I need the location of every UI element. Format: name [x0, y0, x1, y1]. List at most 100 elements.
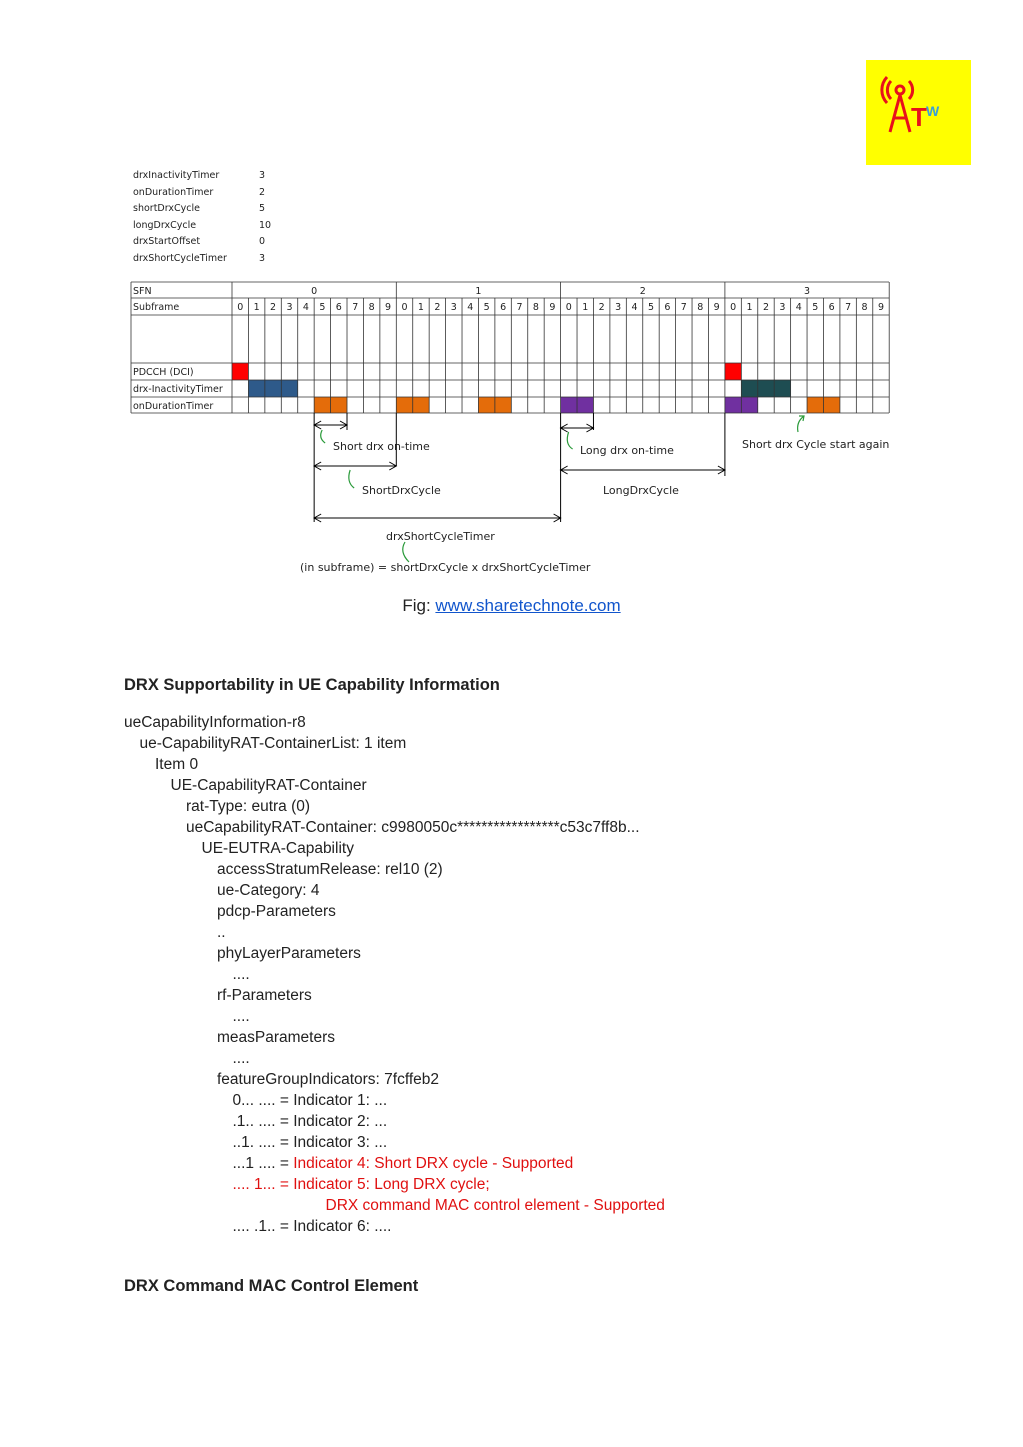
tree-line: pdcp-Parameters	[124, 901, 665, 922]
subframe-number: 6	[664, 302, 670, 313]
param-value: 10	[259, 219, 272, 231]
subframe-number: 3	[779, 302, 785, 313]
tree-text: Item 0	[155, 756, 199, 773]
tree-text: .... .1.. = Indicator 6: ....	[232, 1218, 392, 1235]
sfn-value: 0	[311, 286, 317, 297]
annotation-short-cycle-timer: drxShortCycleTimer	[386, 530, 495, 543]
tree-line: phyLayerParameters	[124, 943, 665, 964]
tree-line: Item 0	[124, 754, 665, 775]
tree-line: .... .1.. = Indicator 6: ....	[124, 1216, 665, 1237]
tree-highlight-text: DRX command MAC control element - Suppor…	[325, 1197, 665, 1214]
tree-line: ....	[124, 964, 665, 985]
long-on-time-arrow-head	[559, 423, 568, 433]
subframe-number: 5	[648, 302, 654, 313]
short-again-hook-head	[799, 415, 805, 422]
subframe-number: 8	[697, 302, 703, 313]
subframe-number: 2	[270, 302, 276, 313]
annotation-long-on-time: Long drx on-time	[580, 444, 674, 457]
pdcch-cell	[232, 363, 249, 380]
param-name: drxInactivityTimer	[133, 170, 220, 181]
onduration-cell	[330, 397, 348, 413]
tree-text: ....	[232, 1050, 250, 1067]
subframe-number: 0	[401, 302, 407, 313]
logo: T W	[866, 60, 971, 165]
param-name: onDurationTimer	[133, 186, 214, 198]
row-label-pdcch: PDCCH (DCI)	[133, 367, 194, 378]
subframe-number: 7	[517, 302, 523, 313]
tree-text: ..	[217, 924, 226, 941]
tree-text: ..1. .... = Indicator 3: ...	[232, 1134, 388, 1151]
tree-line: UE-CapabilityRAT-Container	[124, 775, 665, 796]
short-on-time-arrow-head	[313, 420, 322, 430]
tree-line: accessStratumRelease: rel10 (2)	[124, 859, 665, 880]
subframe-number: 6	[336, 302, 342, 313]
subframe-number: 8	[533, 302, 539, 313]
subframe-number: 9	[385, 302, 391, 313]
subframe-number: 4	[796, 302, 802, 313]
row-label-onduration-timer: onDurationTimer	[133, 401, 213, 412]
caption-link[interactable]: www.sharetechnote.com	[435, 596, 621, 615]
subframe-number: 0	[730, 302, 736, 313]
subframe-number: 5	[812, 302, 818, 313]
logo-letter-w: W	[926, 103, 940, 119]
tree-text: rf-Parameters	[217, 987, 312, 1004]
onduration-cell	[724, 397, 742, 413]
tree-line: measParameters	[124, 1027, 665, 1048]
row-label-subframe: Subframe	[133, 302, 179, 313]
annotation-timer-formula: (in subframe) = shortDrxCycle x drxShort…	[300, 561, 591, 574]
tree-line: ....	[124, 1048, 665, 1069]
subframe-number: 3	[615, 302, 621, 313]
subframe-number: 7	[352, 302, 358, 313]
section-heading-drx-command: DRX Command MAC Control Element	[124, 1277, 419, 1295]
param-name: longDrxCycle	[133, 219, 197, 231]
param-value: 3	[259, 170, 266, 181]
subframe-number: 4	[467, 302, 473, 313]
subframe-number: 9	[878, 302, 884, 313]
tree-line: ...1 .... = Indicator 4: Short DRX cycle…	[124, 1153, 665, 1174]
subframe-number: 1	[582, 302, 588, 313]
tree-line: ....	[124, 1006, 665, 1027]
inactivity-timer-cell	[248, 380, 265, 397]
onduration-cell	[560, 397, 578, 413]
tree-highlight-text: Indicator 4: Short DRX cycle - Supported	[293, 1155, 574, 1172]
subframe-number: 4	[632, 302, 638, 313]
subframe-number: 0	[237, 302, 243, 313]
subframe-number: 1	[418, 302, 424, 313]
param-value: 0	[259, 236, 266, 247]
tree-text: measParameters	[217, 1029, 336, 1046]
subframe-number: 1	[254, 302, 260, 313]
onduration-cell	[314, 397, 331, 413]
short-cycle-arrow-head	[313, 461, 322, 471]
param-name: shortDrxCycle	[133, 203, 200, 214]
timer-arrow-head	[313, 513, 322, 523]
subframe-number: 6	[829, 302, 835, 313]
subframe-number: 5	[319, 302, 325, 313]
inactivity-timer-cell	[757, 380, 775, 397]
short-cycle-arrow-head	[389, 461, 398, 471]
subframe-number: 6	[500, 302, 506, 313]
row-label-sfn: SFN	[133, 286, 152, 297]
tree-text: ...1 .... =	[232, 1155, 294, 1172]
tree-line: featureGroupIndicators: 7fcffeb2	[124, 1069, 665, 1090]
row-label-inactivity-timer: drx-InactivityTimer	[133, 384, 223, 395]
long-cycle-arrow-head	[717, 465, 726, 475]
subframe-number: 8	[369, 302, 375, 313]
tree-line: ueCapabilityRAT-Container: c9980050c****…	[124, 817, 665, 838]
timer-arrow-head	[553, 513, 562, 523]
tree-text: ueCapabilityInformation-r8	[124, 714, 306, 731]
tree-text: 0... .... = Indicator 1: ...	[232, 1092, 388, 1109]
tree-text: rat-Type: eutra (0)	[186, 798, 311, 815]
tree-text: ue-CapabilityRAT-ContainerList: 1 item	[139, 735, 407, 752]
annotation-short-on-time: Short drx on-time	[333, 440, 430, 453]
onduration-cell	[396, 397, 413, 413]
subframe-number: 9	[549, 302, 555, 313]
tree-text: phyLayerParameters	[217, 945, 361, 962]
inactivity-timer-cell	[264, 380, 282, 397]
inactivity-timer-cell	[741, 380, 758, 397]
caption-prefix: Fig:	[402, 596, 436, 615]
logo-letter-t: T	[911, 102, 927, 132]
subframe-number: 1	[747, 302, 753, 313]
